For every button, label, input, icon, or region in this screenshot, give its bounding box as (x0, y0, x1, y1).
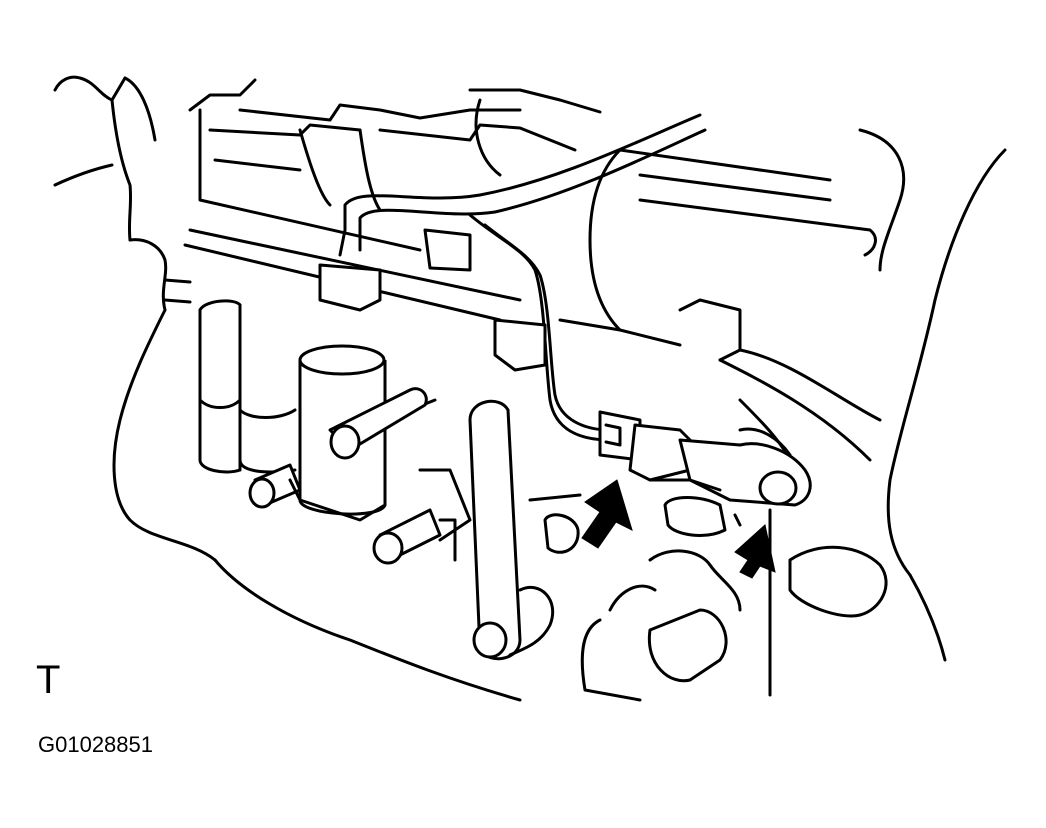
wiring-harness-drawing (318, 113, 707, 442)
sensor-connector-drawing (580, 410, 888, 702)
figure-id-label: G01028851 (38, 732, 153, 757)
corner-label: T (36, 658, 61, 702)
solenoid-cylinders-drawing (198, 299, 472, 565)
transmission-housing-drawing (53, 75, 1007, 702)
pointer-arrow-icon (581, 479, 633, 549)
pointer-arrow-icon (734, 524, 776, 579)
lever-arm-drawing (468, 399, 582, 661)
